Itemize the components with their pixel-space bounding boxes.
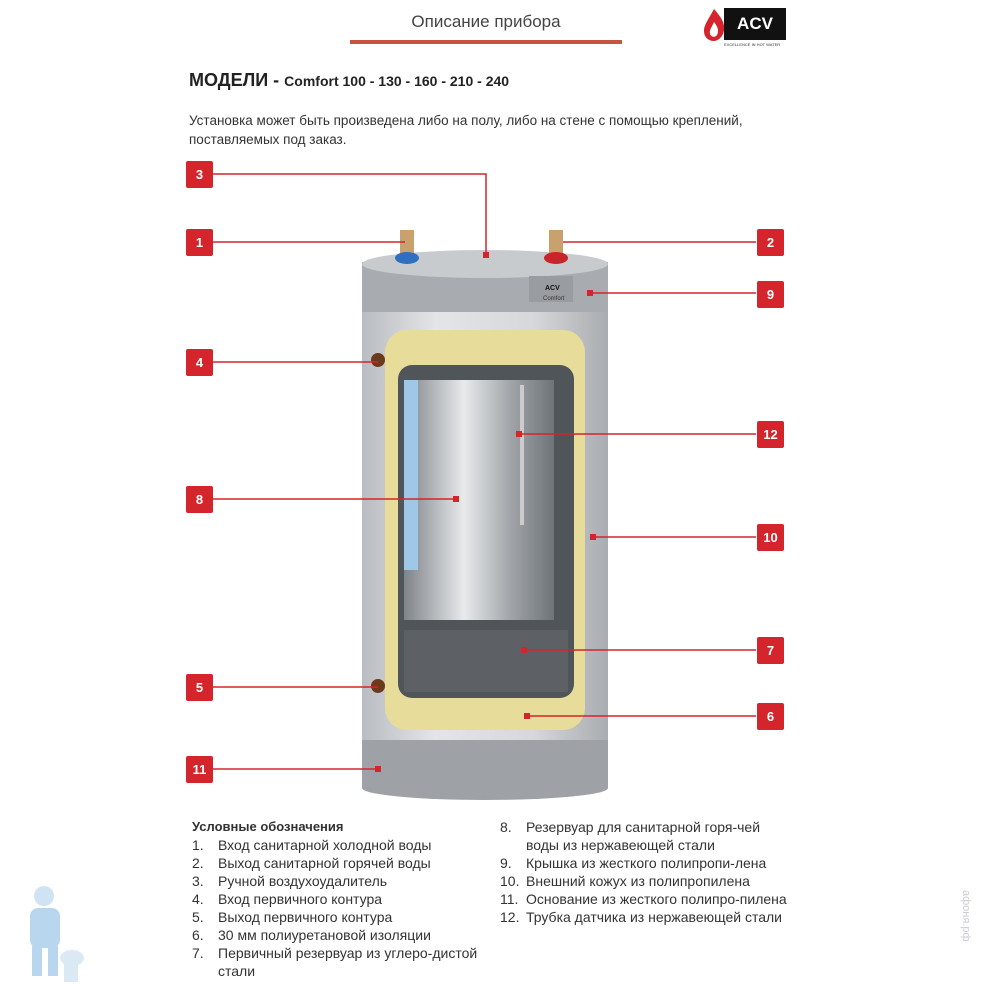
legend-item: 5. Выход первичного контура — [192, 908, 492, 926]
callout-11: 11 — [186, 756, 213, 783]
flame-icon — [704, 9, 725, 41]
legend-item: 3. Ручной воздухоудалитель — [192, 872, 492, 890]
callout-12: 12 — [757, 421, 784, 448]
legend-text: Внешний кожух из полипропилена — [526, 873, 750, 889]
models-heading: МОДЕЛИ - Comfort 100 - 130 - 160 - 210 -… — [189, 70, 509, 91]
callout-lines — [212, 173, 756, 770]
legend-item: 12. Трубка датчика из нержавеющей стали — [500, 908, 800, 926]
tank-badge-sub: Comfort — [543, 296, 565, 302]
legend-right: 8. Резервуар для санитарной горя-чей воды… — [500, 818, 800, 926]
callout-4: 4 — [186, 349, 213, 376]
legend-text: Вход первичного контура — [218, 891, 383, 907]
legend-text: Вход санитарной холодной воды — [218, 837, 432, 853]
legend-item: 8. Резервуар для санитарной горя-чей воды… — [500, 818, 800, 854]
legend-num: 8. — [500, 819, 512, 835]
page-header: Описание прибора — [411, 12, 561, 31]
models-label: МОДЕЛИ - — [189, 70, 280, 90]
callout-8: 8 — [186, 486, 213, 513]
legend-text: Трубка датчика из нержавеющей стали — [526, 909, 782, 925]
legend-text: Первичный резервуар из углеро-дистой ста… — [218, 945, 478, 979]
legend-num: 6. — [192, 927, 204, 943]
legend-left: Условные обозначения 1. Вход санитарной х… — [192, 818, 492, 980]
legend-text: Ручной воздухоудалитель — [218, 873, 388, 889]
legend-item: 6. 30 мм полиуретановой изоляции — [192, 926, 492, 944]
callout-5: 5 — [186, 674, 213, 701]
callout-2: 2 — [757, 229, 784, 256]
legend-num: 7. — [192, 945, 204, 961]
watermark: афоня.рф — [960, 890, 972, 942]
tank-body: ACV Comfort — [362, 230, 608, 800]
logo-text: ACV — [724, 8, 786, 40]
legend-item: 11. Основание из жесткого полипро-пилена — [500, 890, 800, 908]
legend-text: Выход первичного контура — [218, 909, 393, 925]
legend-text: 30 мм полиуретановой изоляции — [218, 927, 431, 943]
legend-num: 12. — [500, 909, 520, 925]
callout-3: 3 — [186, 161, 213, 188]
callout-10: 10 — [757, 524, 784, 551]
callout-7: 7 — [757, 637, 784, 664]
legend-item: 7. Первичный резервуар из углеро-дистой с… — [192, 944, 492, 980]
callout-9: 9 — [757, 281, 784, 308]
legend-text: Выход санитарной горячей воды — [218, 855, 431, 871]
legend-text: Резервуар для санитарной горя-чей воды и… — [526, 819, 761, 853]
models-values: Comfort 100 - 130 - 160 - 210 - 240 — [284, 73, 510, 89]
legend-text: Основание из жесткого полипро-пилена — [526, 891, 787, 907]
header-underline — [350, 40, 622, 44]
callout-dots — [375, 252, 596, 772]
legend-num: 11. — [500, 891, 519, 907]
legend-num: 10. — [500, 873, 520, 889]
legend-item: 2. Выход санитарной горячей воды — [192, 854, 492, 872]
legend-num: 2. — [192, 855, 204, 871]
plumber-mascot-icon — [30, 886, 84, 982]
legend-num: 5. — [192, 909, 204, 925]
legend-num: 4. — [192, 891, 204, 907]
legend-num: 9. — [500, 855, 512, 871]
legend-title: Условные обозначения — [192, 819, 344, 834]
acv-logo: ACV EXCELLENCE IN HOT WATER — [700, 8, 790, 48]
logo-tagline: EXCELLENCE IN HOT WATER — [724, 42, 781, 47]
legend-num: 3. — [192, 873, 204, 889]
intro-text: Установка может быть произведена либо на… — [189, 113, 743, 147]
legend-item: 1. Вход санитарной холодной воды — [192, 836, 492, 854]
tank-badge: ACV — [545, 285, 560, 292]
legend-item: 4. Вход первичного контура — [192, 890, 492, 908]
legend-item: 10. Внешний кожух из полипропилена — [500, 872, 800, 890]
callout-6: 6 — [757, 703, 784, 730]
legend-num: 1. — [192, 837, 204, 853]
legend-item: 9. Крышка из жесткого полипропи-лена — [500, 854, 800, 872]
callout-1: 1 — [186, 229, 213, 256]
legend-text: Крышка из жесткого полипропи-лена — [526, 855, 767, 871]
